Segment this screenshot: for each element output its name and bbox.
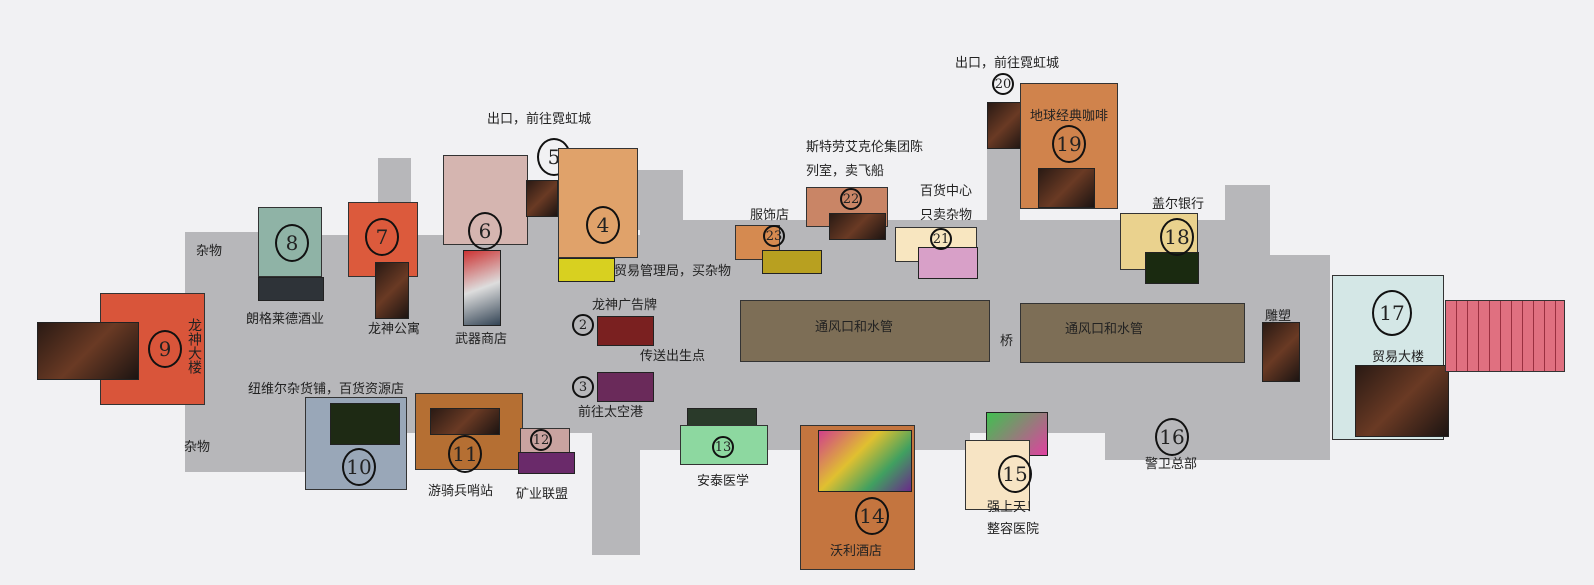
photo-10 — [330, 403, 400, 445]
photo-2 — [597, 316, 654, 346]
photo-6 — [463, 250, 501, 326]
photo-5 — [526, 180, 558, 217]
label-9: 龙神大楼 — [186, 318, 202, 374]
marker-10[interactable]: 10 — [342, 448, 376, 486]
label-17: 贸易大楼 — [1372, 350, 1425, 365]
label-10: 纽维尔杂货铺，百货资源店 — [248, 382, 405, 397]
marker-21[interactable]: 21 — [930, 228, 952, 250]
marker-20[interactable]: 20 — [992, 73, 1014, 95]
label-21: 百货中心 — [920, 184, 973, 199]
label-5: 出口，前往霓虹城 — [487, 112, 592, 127]
photo-17 — [1355, 365, 1449, 437]
label-2: 龙神广告牌 — [592, 298, 658, 313]
photo-7 — [375, 262, 409, 319]
label-18: 盖尔银行 — [1152, 197, 1205, 212]
marker-6[interactable]: 6 — [468, 212, 502, 250]
label-14: 沃利酒店 — [830, 544, 883, 559]
label-23: 服饰店 — [750, 208, 790, 223]
label-15b: 整容医院 — [987, 522, 1040, 537]
vent-block-1 — [740, 300, 990, 362]
striped-bridge — [1445, 300, 1565, 372]
misc-label-top: 杂物 — [196, 244, 223, 259]
marker-15[interactable]: 15 — [998, 455, 1032, 493]
label-7: 龙神公寓 — [368, 322, 421, 337]
label-22b: 列室，卖飞船 — [806, 164, 885, 179]
vent-label-2: 通风口和水管 — [1065, 322, 1144, 337]
label-3: 前往太空港 — [578, 405, 644, 420]
photo-11 — [430, 408, 500, 435]
label-13: 安泰医学 — [697, 474, 750, 489]
label-22: 斯特劳艾克伦集团陈 — [806, 140, 924, 155]
photo-9 — [37, 322, 139, 380]
marker-18[interactable]: 18 — [1160, 218, 1194, 256]
marker-14[interactable]: 14 — [855, 497, 889, 535]
marker-12[interactable]: 12 — [530, 429, 552, 451]
statue-label: 雕塑 — [1265, 309, 1292, 324]
stub-top — [638, 170, 683, 230]
photo-3 — [597, 372, 654, 402]
photo-23 — [762, 250, 822, 274]
label-11: 游骑兵哨站 — [428, 484, 494, 499]
photo-21 — [918, 247, 978, 279]
marker-9[interactable]: 9 — [148, 330, 182, 368]
label-21b: 只卖杂物 — [920, 208, 973, 223]
photo-12 — [518, 452, 575, 474]
photo-19 — [1038, 168, 1095, 208]
label-20: 出口，前往霓虹城 — [955, 56, 1060, 71]
marker-8[interactable]: 8 — [275, 224, 309, 262]
photo-8 — [258, 277, 324, 301]
label-6: 武器商店 — [455, 332, 508, 347]
marker-3[interactable]: 3 — [572, 376, 594, 398]
photo-4 — [558, 258, 615, 282]
label-16: 警卫总部 — [1145, 457, 1198, 472]
misc-label-bottom: 杂物 — [184, 440, 211, 455]
marker-4[interactable]: 4 — [586, 206, 620, 244]
label-4: 贸易管理局，买杂物 — [614, 264, 732, 279]
marker-16[interactable]: 16 — [1155, 418, 1189, 456]
marker-2[interactable]: 2 — [572, 314, 594, 336]
marker-19[interactable]: 19 — [1052, 125, 1086, 163]
marker-17[interactable]: 17 — [1372, 290, 1412, 336]
corridor-south-west — [237, 430, 307, 468]
vent-label-1: 通风口和水管 — [815, 320, 894, 335]
marker-7[interactable]: 7 — [365, 218, 399, 256]
photo-14 — [818, 430, 912, 492]
bridge-label: 桥 — [1000, 334, 1014, 349]
marker-22[interactable]: 22 — [840, 188, 862, 210]
marker-23[interactable]: 23 — [763, 225, 785, 247]
vent-block-2 — [1020, 303, 1245, 363]
stub-20 — [987, 145, 1020, 240]
photo-statue — [1262, 322, 1300, 382]
label-12: 矿业联盟 — [516, 487, 569, 502]
photo-22 — [829, 213, 886, 240]
corridor-south-stub — [592, 430, 640, 555]
photo-20 — [987, 102, 1024, 149]
label-8: 朗格莱德酒业 — [246, 312, 325, 327]
marker-11[interactable]: 11 — [448, 435, 482, 473]
marker-13[interactable]: 13 — [712, 436, 734, 458]
label-19: 地球经典咖啡 — [1030, 109, 1109, 124]
label-15: 强上天！ — [987, 500, 1040, 515]
photo-18 — [1145, 252, 1199, 284]
spawn-label: 传送出生点 — [640, 349, 706, 364]
